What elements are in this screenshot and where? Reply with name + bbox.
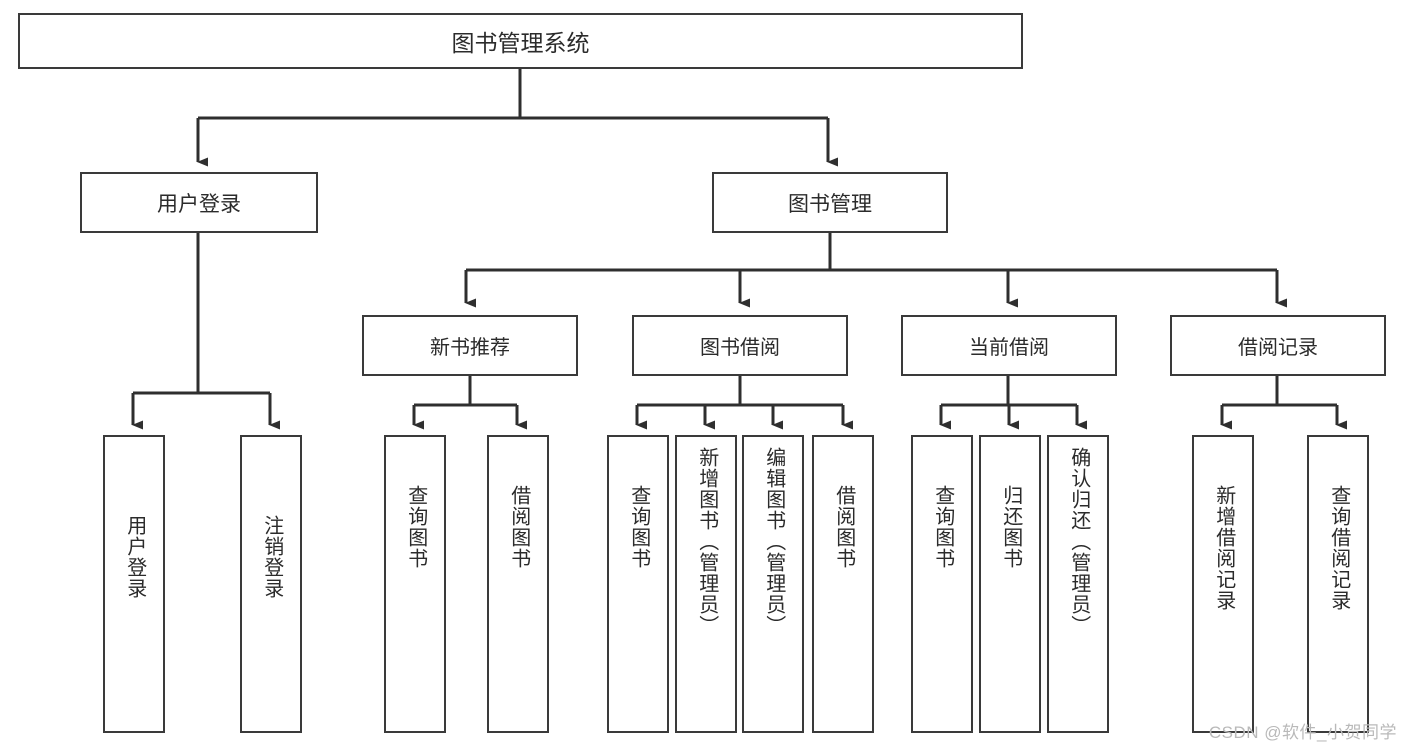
node-leaf-add-borrow-record[interactable]: 新增借阅记录 — [1192, 435, 1254, 733]
node-leaf-user-login[interactable]: 用户登录 — [103, 435, 165, 733]
node-label: 查询图书 — [931, 485, 954, 569]
node-book-management[interactable]: 图书管理 — [712, 172, 948, 233]
watermark: CSDN @软件_小贺同学 — [1208, 723, 1397, 742]
node-label: 用户登录 — [123, 515, 146, 599]
node-label: 借阅记录 — [1238, 337, 1318, 359]
node-label: 图书管理系统 — [451, 30, 590, 56]
node-label: 图书管理 — [788, 192, 872, 216]
node-leaf-logout-login[interactable]: 注销登录 — [240, 435, 302, 733]
node-label: 查询图书 — [404, 485, 427, 569]
node-leaf-add-book-admin[interactable]: 新增图书（管理员） — [675, 435, 737, 733]
node-leaf-query-book-recommend[interactable]: 查询图书 — [384, 435, 446, 733]
node-label: 借阅图书 — [507, 485, 530, 569]
node-label: 用户登录 — [157, 192, 241, 216]
node-label: 查询图书 — [627, 485, 650, 569]
node-leaf-borrow-book-borrow[interactable]: 借阅图书 — [812, 435, 874, 733]
node-leaf-return-book[interactable]: 归还图书 — [979, 435, 1041, 733]
node-book-borrow[interactable]: 图书借阅 — [632, 315, 848, 376]
node-label: 新书推荐 — [430, 337, 510, 359]
node-new-book-recommend[interactable]: 新书推荐 — [362, 315, 578, 376]
node-leaf-query-book-borrow[interactable]: 查询图书 — [607, 435, 669, 733]
node-leaf-borrow-book-recommend[interactable]: 借阅图书 — [487, 435, 549, 733]
node-label: 编辑图书（管理员） — [762, 447, 785, 636]
node-current-borrow[interactable]: 当前借阅 — [901, 315, 1117, 376]
node-leaf-query-book-current[interactable]: 查询图书 — [911, 435, 973, 733]
node-root-book-management-system[interactable]: 图书管理系统 — [18, 13, 1023, 69]
node-leaf-confirm-return-admin[interactable]: 确认归还（管理员） — [1047, 435, 1109, 733]
node-leaf-edit-book-admin[interactable]: 编辑图书（管理员） — [742, 435, 804, 733]
node-label: 新增借阅记录 — [1212, 485, 1235, 611]
node-label: 查询借阅记录 — [1327, 485, 1350, 611]
node-label: 注销登录 — [260, 515, 283, 599]
node-borrow-record[interactable]: 借阅记录 — [1170, 315, 1386, 376]
node-label: 归还图书 — [999, 485, 1022, 569]
node-leaf-query-borrow-record[interactable]: 查询借阅记录 — [1307, 435, 1369, 733]
node-user-login[interactable]: 用户登录 — [80, 172, 318, 233]
node-label: 确认归还（管理员） — [1067, 447, 1090, 636]
node-label: 图书借阅 — [700, 337, 780, 359]
node-label: 当前借阅 — [969, 337, 1049, 359]
node-label: 新增图书（管理员） — [695, 447, 718, 636]
node-label: 借阅图书 — [832, 485, 855, 569]
